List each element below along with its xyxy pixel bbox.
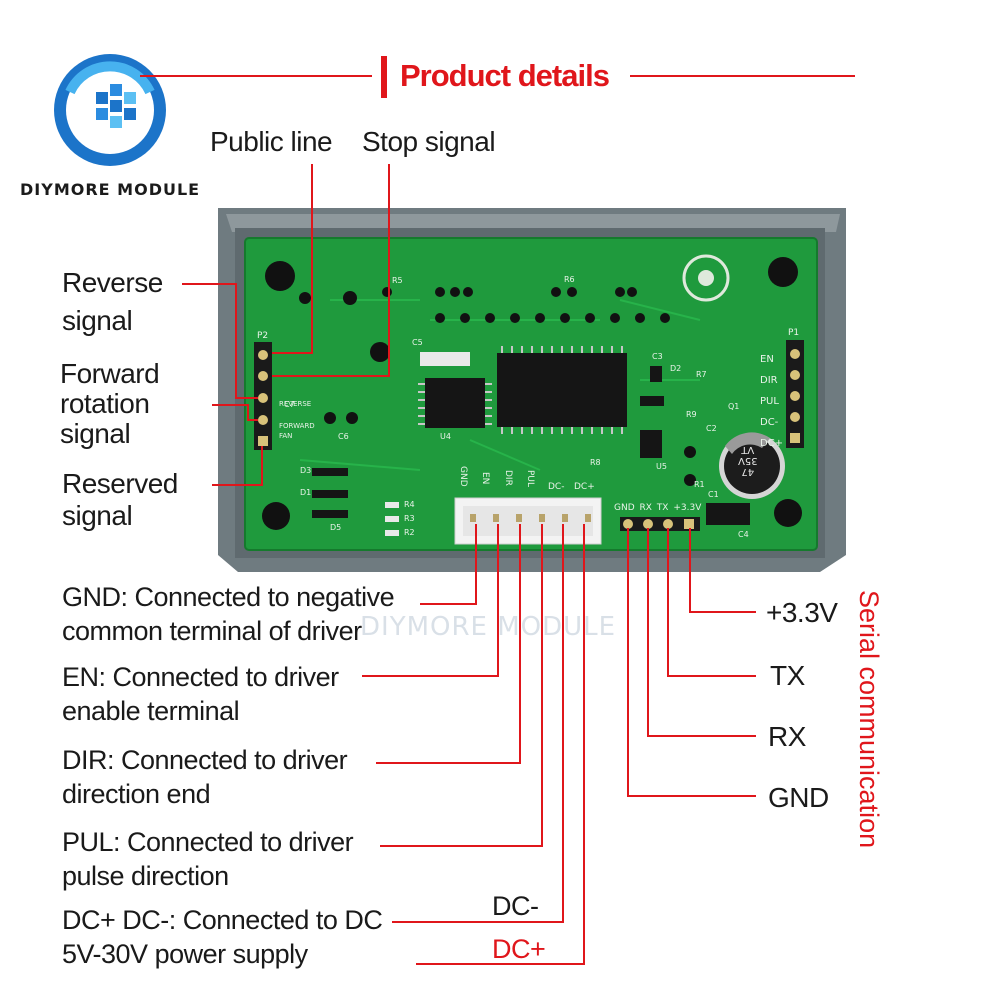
silk-c7: C7 [284,400,295,409]
silk-r3: R3 [404,514,415,523]
silk-bottom-gnd: GND [458,466,468,487]
label-serial-tx: TX [770,660,805,691]
silk-c6: C6 [338,432,349,441]
silk-bottom-dc-plus: DC+ [574,482,595,492]
silk-dc-minus: DC- [760,417,779,428]
silk-d1: D1 [300,488,312,497]
silk-r2: R2 [404,528,415,537]
serial-communication-title: Serial communication [854,590,884,849]
silk-u4: U4 [440,432,451,441]
label-public-line: Public line [210,126,333,157]
board-label-p2: P2 [257,331,269,341]
silk-bottom-dc-minus: DC- [548,482,565,492]
silk-d5: D5 [330,523,342,532]
silk-bottom-en: EN [480,472,490,485]
label-serial-rx: RX [768,721,806,752]
silk-r5: R5 [392,276,403,285]
label-serial-gnd: GND [768,782,829,813]
label-dc-minus: DC- [492,891,539,921]
silk-serial-pins: GND RX TX +3.3V [614,503,702,513]
header-marker [381,56,387,98]
page-title: Product details [400,58,610,93]
watermark: DIYMORE MODULE [360,612,617,642]
silk-c1: C1 [708,490,719,499]
capacitor [719,432,785,499]
silk-forward: FORWARD [279,422,315,430]
silk-r8: R8 [590,458,601,467]
label-stop-signal: Stop signal [362,126,496,157]
silk-r1: R1 [694,480,705,489]
silk-pul: PUL [760,396,779,407]
silk-r9: R9 [686,410,697,419]
silk-en: EN [760,354,774,365]
silk-d3: D3 [300,466,312,475]
silk-bottom-dir: DIR [503,470,513,486]
silk-q1: Q1 [728,402,740,411]
silk-dc-plus: DC+ [760,438,784,449]
silk-r6: R6 [564,275,575,284]
silk-c3: C3 [652,352,663,361]
silk-bottom-pul: PUL [525,470,535,488]
board-left-silk: REVERSE FORWARD FAN [279,393,315,447]
board-label-p1: P1 [788,328,800,338]
pcb-board [244,237,818,551]
board-right-pins: EN DIR PUL DC- DC+ [760,349,783,454]
silk-u5: U5 [656,462,667,471]
label-dc-plus: DC+ [492,934,546,964]
silk-c2: C2 [706,424,717,433]
silk-r4: R4 [404,500,415,509]
brand-name: DIYMORE MODULE [20,180,201,199]
silk-dir: DIR [760,375,778,386]
silk-reverse: REVERSE [279,400,312,408]
leader-lines [182,164,756,965]
brand-logo-icon [54,54,166,166]
silk-r7: R7 [696,370,707,379]
silk-fan: FAN [279,432,293,440]
label-serial-3v3: +3.3V [766,597,838,628]
silk-d2: D2 [670,364,682,373]
silk-c5: C5 [412,338,423,347]
silk-c4: C4 [738,530,749,539]
